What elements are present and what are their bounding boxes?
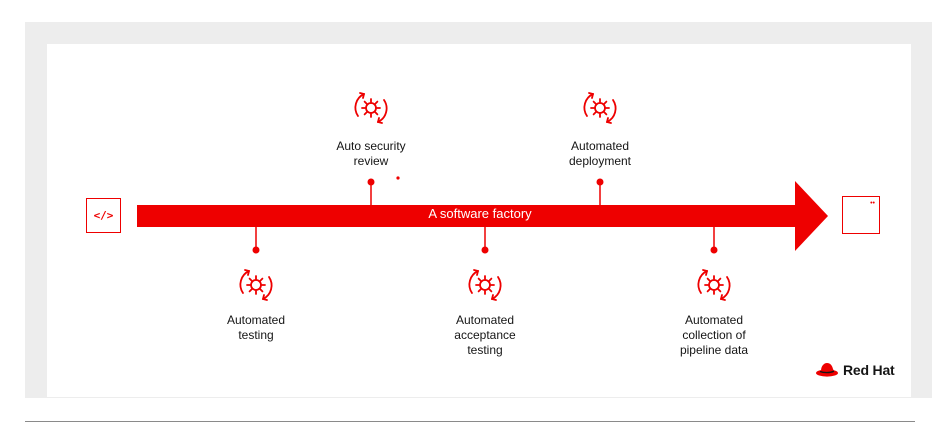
code-icon: </> [86, 198, 121, 233]
step-label-acceptance-testing: Automated acceptance testing [454, 313, 516, 357]
step-label-pipeline-data: Automated collection of pipeline data [679, 313, 749, 357]
gear-cycle-icon [239, 269, 273, 301]
step-label-security-review: Auto security review [336, 139, 406, 168]
step-label-testing: Automated testing [226, 313, 286, 342]
code-symbol: </> [93, 209, 114, 222]
gear-cycle-icon [354, 92, 388, 124]
connector-dot-testing [252, 246, 260, 254]
window-dots: •• [870, 200, 875, 207]
divider [25, 421, 915, 422]
red-hat-logo: Red Hat [815, 362, 895, 378]
window-icon: •• [842, 196, 880, 234]
connector-dot-security-review [367, 178, 375, 186]
marker-dot [396, 176, 400, 180]
step-label-deployment: Automated deployment [568, 139, 632, 168]
red-hat-logo-icon [816, 363, 838, 377]
software-factory-label: A software factory [428, 206, 532, 221]
gear-cycle-icon [697, 269, 731, 301]
connector-dot-deployment [596, 178, 604, 186]
connector-dot-pipeline-data [710, 246, 718, 254]
connector-dot-acceptance [481, 246, 489, 254]
gear-cycle-icon [583, 92, 617, 124]
gear-cycle-icon [468, 269, 502, 301]
software-factory-arrow [137, 181, 828, 251]
logo-text: Red Hat [843, 362, 895, 378]
